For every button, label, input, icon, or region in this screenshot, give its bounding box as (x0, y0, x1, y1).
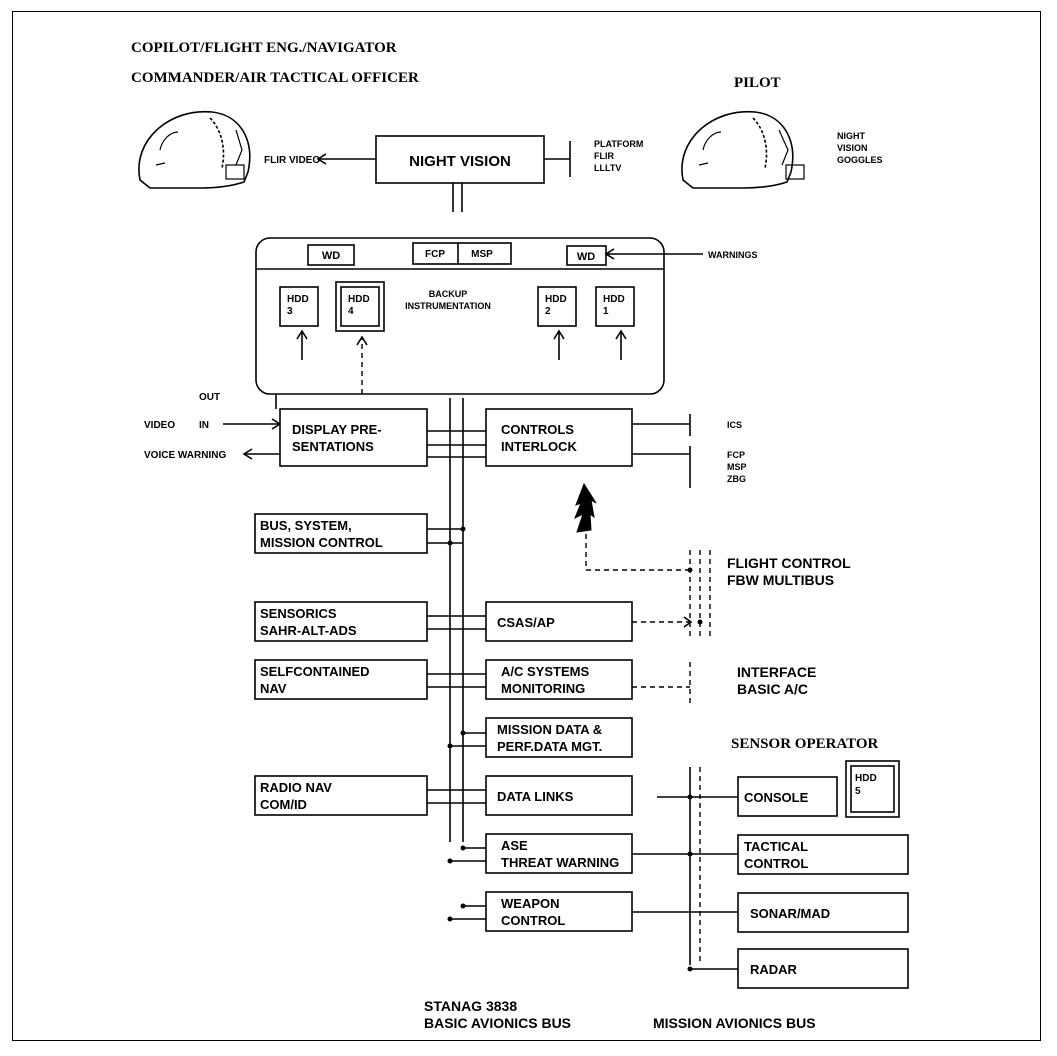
radio-nav-line1: RADIO NAV (260, 780, 332, 795)
controls-interlock-line1: CONTROLS (501, 422, 574, 437)
selfcontained-line1: SELFCONTAINED (260, 664, 370, 679)
in-label: IN (199, 420, 209, 431)
display-presentations-box (280, 409, 427, 466)
weapon-line2: CONTROL (501, 913, 565, 928)
radio-nav-line2: COM/ID (260, 797, 307, 812)
tactical-line2: CONTROL (744, 856, 808, 871)
ase-line1: ASE (501, 838, 528, 853)
hdd4-box (341, 287, 379, 326)
tactical-line1: TACTICAL (744, 839, 808, 854)
helmet-left-icon (139, 112, 250, 188)
helmet-right-icon (682, 112, 804, 188)
commander-title: COMMANDER/AIR TACTICAL OFFICER (131, 70, 419, 86)
msp-input-label: MSP (727, 462, 747, 472)
source-flir: FLIR (594, 151, 614, 161)
pilot-title: PILOT (734, 75, 781, 91)
wd-left-label: WD (322, 250, 340, 262)
flight-control-line1: FLIGHT CONTROL (727, 555, 851, 571)
hdd3-box (280, 287, 318, 326)
mission-data-line2: PERF.DATA MGT. (497, 739, 602, 754)
hdd4-label-1: HDD (348, 294, 370, 305)
sensor-operator-title: SENSOR OPERATOR (731, 736, 879, 752)
fcp-label: FCP (425, 249, 445, 260)
goggles-label-3: GOGGLES (837, 155, 883, 165)
radar-label: RADAR (750, 962, 798, 977)
display-presentations-line2: SENTATIONS (292, 439, 374, 454)
hdd1-label-1: HDD (603, 294, 625, 305)
selfcontained-line2: NAV (260, 681, 287, 696)
source-llltv: LLLTV (594, 163, 621, 173)
warnings-label: WARNINGS (708, 250, 758, 260)
display-presentations-line1: DISPLAY PRE- (292, 422, 382, 437)
msp-label: MSP (471, 249, 493, 260)
flight-control-line2: FBW MULTIBUS (727, 572, 834, 588)
hdd2-label-1: HDD (545, 294, 567, 305)
ac-systems-line1: A/C SYSTEMS (501, 664, 589, 679)
basic-bus-label-1: STANAG 3838 (424, 998, 517, 1014)
bus-control-line1: BUS, SYSTEM, (260, 518, 352, 533)
sonar-label: SONAR/MAD (750, 906, 830, 921)
controls-interlock-line2: INTERLOCK (501, 439, 577, 454)
mission-data-line1: MISSION DATA & (497, 722, 602, 737)
console-label: CONSOLE (744, 790, 809, 805)
goggles-label-1: NIGHT (837, 131, 866, 141)
hdd2-box (538, 287, 576, 326)
hdd2-label-2: 2 (545, 306, 551, 317)
weapon-line1: WEAPON (501, 896, 560, 911)
fcp-input-label: FCP (727, 450, 745, 460)
flir-video-label: FLIR VIDEO (264, 155, 320, 166)
sensorics-line2: SAHR-ALT-ADS (260, 623, 357, 638)
sensorics-line1: SENSORICS (260, 606, 337, 621)
csas-label: CSAS/AP (497, 615, 555, 630)
hdd1-box (596, 287, 634, 326)
data-links-label: DATA LINKS (497, 789, 574, 804)
wd-right-label: WD (577, 251, 595, 263)
basic-ac-line2: BASIC A/C (737, 681, 808, 697)
night-vision-label: NIGHT VISION (409, 153, 511, 170)
controls-interlock-box (486, 409, 632, 466)
basic-bus-label-2: BASIC AVIONICS BUS (424, 1015, 571, 1031)
hdd5-label-2: 5 (855, 786, 861, 797)
out-label: OUT (199, 392, 220, 403)
voice-warning-label: VOICE WARNING (144, 450, 226, 461)
zbg-input-label: ZBG (727, 474, 746, 484)
bus-control-line2: MISSION CONTROL (260, 535, 383, 550)
hdd4-label-2: 4 (348, 306, 354, 317)
flight-control-arrow-icon (575, 484, 596, 532)
goggles-label-2: VISION (837, 143, 868, 153)
source-platform: PLATFORM (594, 139, 643, 149)
hdd3-label-2: 3 (287, 306, 293, 317)
hdd1-label-2: 1 (603, 306, 609, 317)
basic-ac-line1: INTERFACE (737, 664, 816, 680)
backup-label-1: BACKUP (429, 289, 468, 299)
ics-label: ICS (727, 420, 742, 430)
hdd3-label-1: HDD (287, 294, 309, 305)
hdd5-label-1: HDD (855, 773, 877, 784)
mission-bus-label: MISSION AVIONICS BUS (653, 1015, 816, 1031)
ase-line2: THREAT WARNING (501, 855, 619, 870)
backup-label-2: INSTRUMENTATION (405, 301, 491, 311)
ac-systems-line2: MONITORING (501, 681, 585, 696)
video-label: VIDEO (144, 420, 175, 431)
copilot-title: COPILOT/FLIGHT ENG./NAVIGATOR (131, 40, 397, 56)
